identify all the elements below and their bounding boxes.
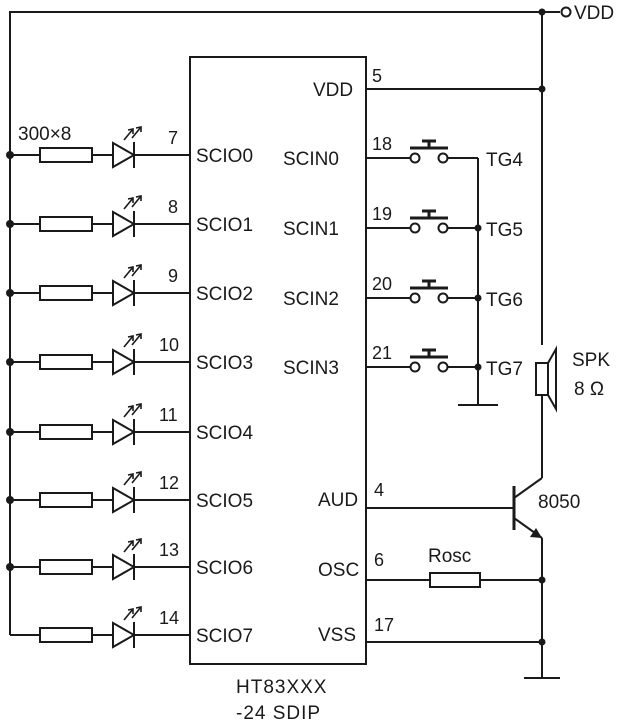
current-limit-resistor — [39, 216, 93, 232]
speaker-label: SPK — [572, 350, 610, 371]
scin-pin-name: SCIN2 — [283, 289, 339, 310]
led-pin-name: SCIO2 — [196, 284, 253, 305]
led — [112, 403, 142, 446]
led-pin-number: 12 — [159, 473, 179, 493]
trigger-label: TG4 — [486, 150, 523, 171]
led — [112, 538, 142, 581]
led-pin-name: SCIO6 — [196, 558, 253, 579]
osc-pin-name: OSC — [318, 560, 359, 581]
speaker-impedance: 8 Ω — [574, 379, 604, 400]
led-pin-number: 14 — [159, 608, 179, 628]
scin-pin-number: 18 — [372, 134, 392, 154]
speaker: SPK 8 Ω — [535, 345, 610, 478]
scin-pin-name: SCIN3 — [283, 358, 339, 379]
led-pin-number: 8 — [168, 197, 178, 217]
vdd-pin: VDD 5 — [313, 66, 546, 101]
vss-pin-name: VSS — [318, 625, 356, 646]
aud-pin: AUD 4 — [318, 480, 514, 511]
scin-pin-number: 19 — [372, 204, 392, 224]
current-limit-resistor — [39, 147, 93, 163]
push-button-switch — [409, 139, 449, 164]
trigger-label: TG6 — [486, 290, 523, 311]
led — [112, 195, 142, 238]
resistor-array-label: 300×8 — [18, 124, 71, 145]
led-pin-name: SCIO4 — [196, 423, 253, 444]
led-pin-number: 7 — [168, 128, 178, 148]
osc-pin: OSC 6 Rosc — [318, 546, 546, 588]
ic-part-label: HT83XXX — [236, 677, 327, 698]
scin-pin-name: SCIN1 — [283, 219, 339, 240]
led — [112, 606, 142, 649]
led-pin-name: SCIO1 — [196, 215, 253, 236]
led-channels: 7SCIO08SCIO19SCIO210SCIO311SCIO412SCIO51… — [10, 126, 253, 649]
vdd-pin-number: 5 — [372, 66, 382, 86]
led-pin-name: SCIO3 — [196, 353, 253, 374]
vdd-terminal-label: VDD — [574, 3, 614, 24]
scin-pin-number: 20 — [372, 274, 392, 294]
led-pin-number: 13 — [159, 540, 179, 560]
push-button-switch — [409, 209, 449, 234]
led — [112, 333, 142, 376]
led-pin-name: SCIO0 — [196, 146, 253, 167]
current-limit-resistor — [39, 424, 93, 440]
led — [112, 126, 142, 169]
trigger-label: TG7 — [486, 359, 523, 380]
vdd-rail: VDD — [9, 3, 614, 345]
push-button-switch — [409, 348, 449, 373]
vss-pin-number: 17 — [374, 615, 394, 635]
vss-pin: VSS 17 — [318, 615, 560, 679]
led — [112, 264, 142, 307]
current-limit-resistor — [39, 492, 93, 508]
aud-pin-name: AUD — [318, 490, 358, 511]
rosc-resistor — [429, 572, 481, 588]
osc-pin-number: 6 — [374, 550, 384, 570]
led-pin-number: 10 — [159, 335, 179, 355]
transistor-8050: 8050 — [512, 477, 580, 678]
ic-body — [189, 56, 367, 665]
led-pin-number: 11 — [159, 405, 178, 425]
vdd-pin-name: VDD — [313, 80, 353, 101]
scin-pin-name: SCIN0 — [283, 149, 339, 170]
transistor-label: 8050 — [538, 492, 580, 513]
aud-pin-number: 4 — [374, 480, 384, 500]
current-limit-resistor — [39, 627, 93, 643]
current-limit-resistor — [39, 559, 93, 575]
led-pin-name: SCIO5 — [196, 491, 253, 512]
led — [112, 471, 142, 514]
ic-package-label: -24 SDIP — [236, 703, 321, 724]
scin-pin-number: 21 — [372, 343, 392, 363]
current-limit-resistor — [39, 285, 93, 301]
current-limit-resistor — [39, 354, 93, 370]
led-pin-name: SCIO7 — [196, 626, 253, 647]
led-pin-number: 9 — [168, 266, 178, 286]
push-button-switch — [409, 279, 449, 304]
rosc-label: Rosc — [428, 546, 471, 567]
trigger-label: TG5 — [486, 220, 523, 241]
